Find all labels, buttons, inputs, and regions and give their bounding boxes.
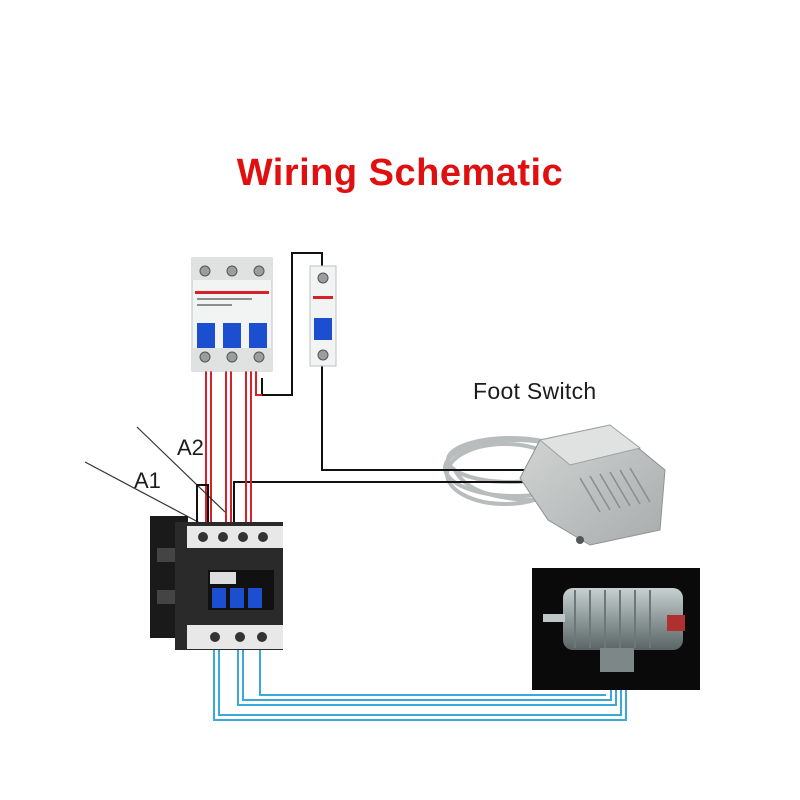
- a1-label: A1: [134, 468, 161, 493]
- three-pole-breaker: [191, 257, 273, 372]
- a2-label: A2: [177, 435, 204, 460]
- page-title: Wiring Schematic: [236, 152, 564, 194]
- control-wires: [233, 252, 530, 523]
- motor: [532, 568, 700, 690]
- foot-switch-label: Foot Switch: [473, 378, 597, 404]
- coil-pointers: [84, 426, 226, 524]
- single-pole-breaker: [309, 265, 337, 367]
- coil-wire: [196, 484, 209, 522]
- contactor: [150, 516, 283, 650]
- foot-switch: [519, 424, 666, 546]
- power-wires: [205, 368, 262, 532]
